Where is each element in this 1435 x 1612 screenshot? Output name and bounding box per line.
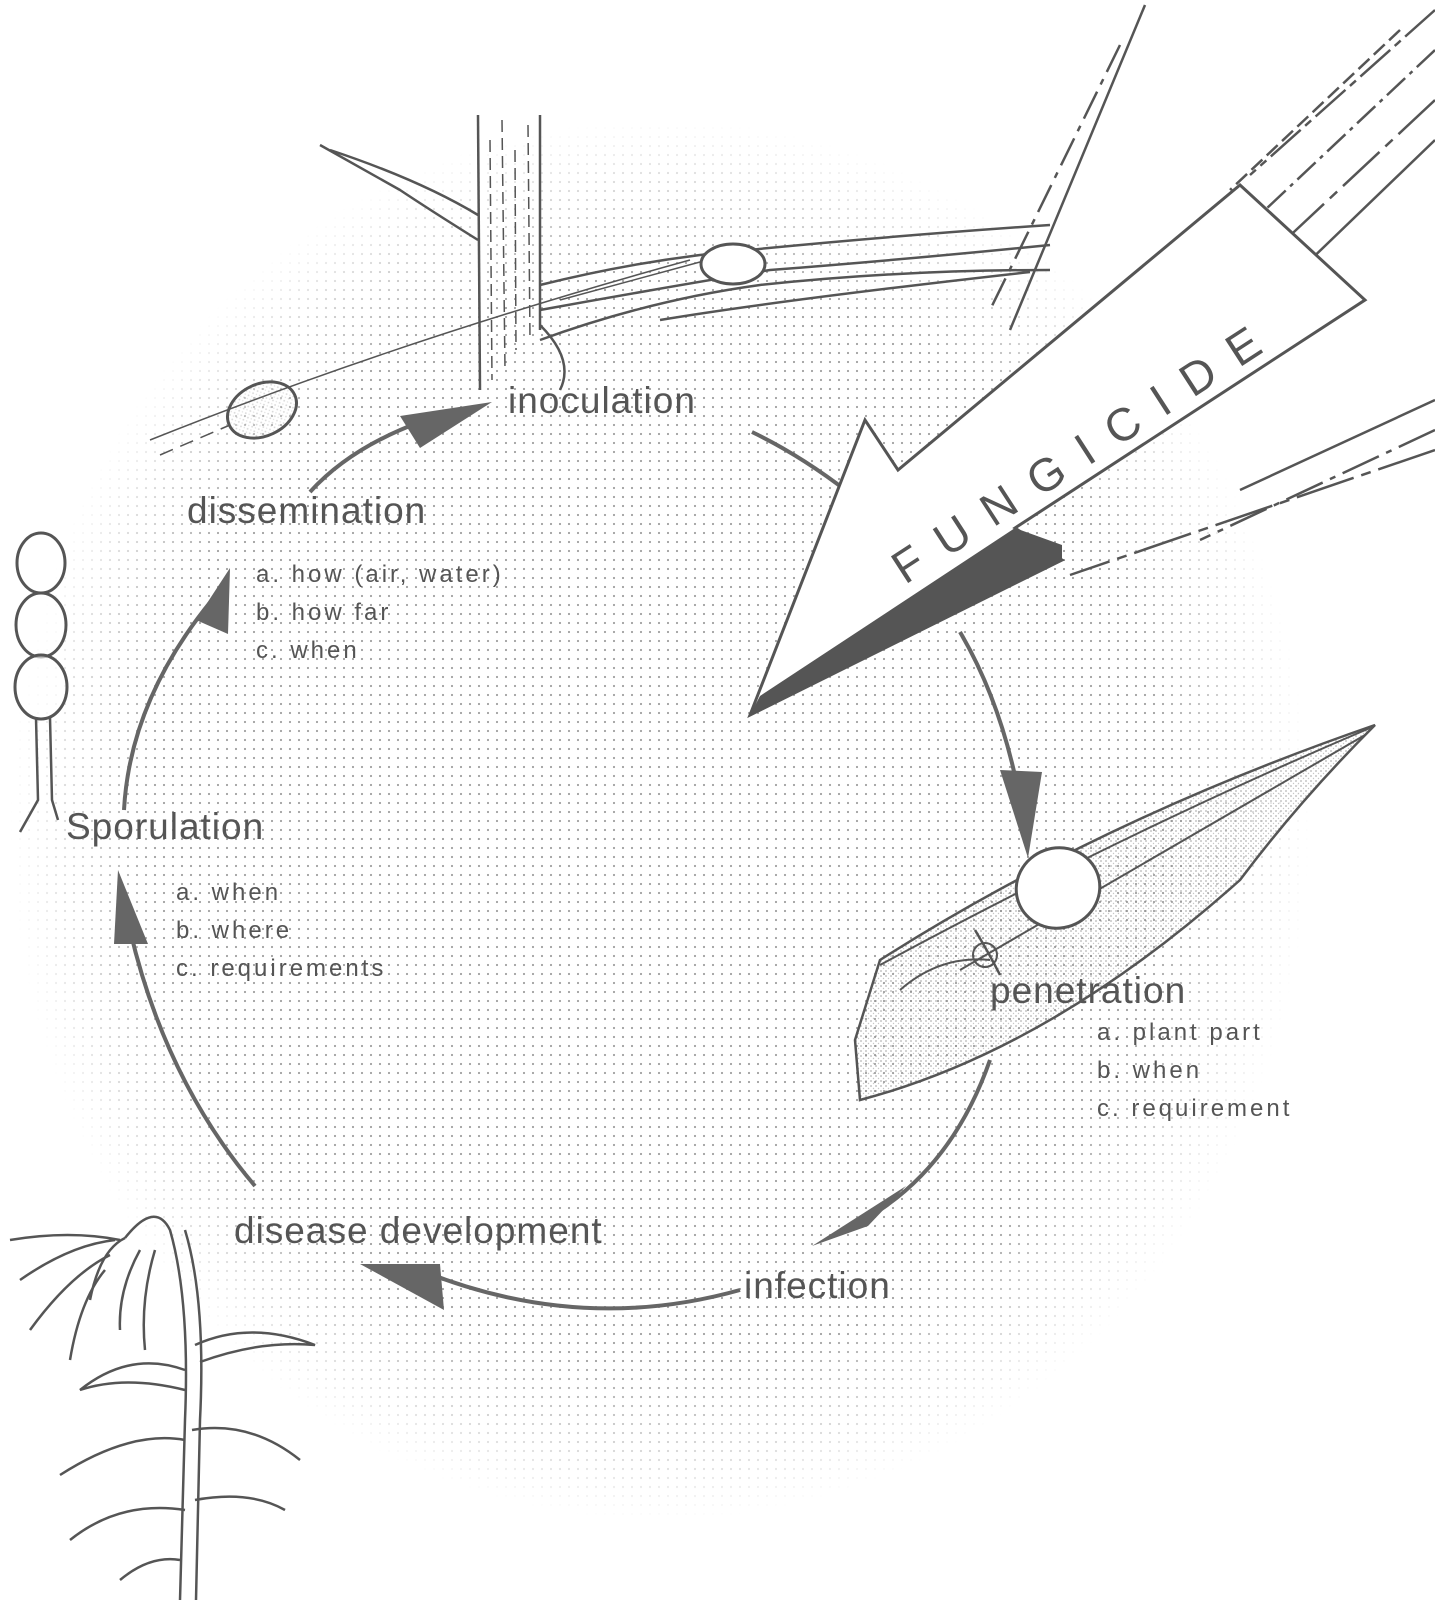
dissemination-notes: a. how (air, water) b. how far c. when [256,556,504,670]
penetration-note: a. plant part [1097,1014,1292,1052]
dissemination-note: a. how (air, water) [256,556,504,594]
sporulation-note: a. when [176,874,386,912]
stage-penetration-label: penetration [990,970,1186,1012]
stage-infection-label: infection [744,1265,891,1307]
spore-on-branch [701,244,765,284]
dissemination-note: b. how far [256,594,504,632]
penetration-notes: a. plant part b. when c. requirement [1097,1014,1292,1128]
stage-disease-development-label: disease development [234,1210,603,1252]
dissemination-note: c. when [256,632,504,670]
penetration-note: c. requirement [1097,1090,1292,1128]
sporulation-notes: a. when b. where c. requirements [176,874,386,988]
sporulation-note: b. where [176,912,386,950]
stage-sporulation-label: Sporulation [66,806,264,848]
stage-dissemination-label: dissemination [187,490,426,532]
sporulation-note: c. requirements [176,950,386,988]
penetration-note: b. when [1097,1052,1292,1090]
stage-inoculation-label: inoculation [508,380,696,422]
